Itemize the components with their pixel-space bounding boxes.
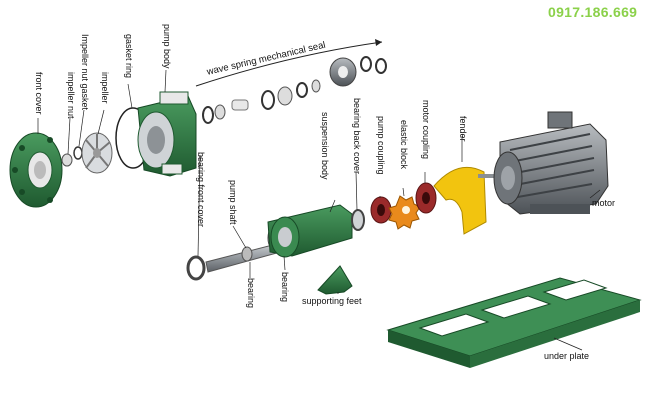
front-cover-part [9,132,63,208]
label-front-cover: front cover [34,72,44,115]
label-bearing-front-cover: bearing front cover [196,152,206,228]
fender-part [433,166,487,235]
motor-coupling-part [415,182,437,214]
motor-part [478,111,609,215]
label-motor-coupling: motor coupling [421,100,431,160]
label-under-plate: under plate [544,351,590,361]
label-pump-shaft: pump shaft [228,180,238,225]
watermark-phone: 0917.186.669 [548,4,638,20]
bearing-back-cover-part [351,209,365,231]
label-motor: motor [592,198,616,208]
label-bearing-2: bearing [280,272,290,303]
label-bearing-1: bearing [246,278,256,309]
label-suspension-body: suspension body [320,112,330,180]
label-fender: fender [458,116,468,142]
elastic-block-part [388,195,421,230]
label-pump-coupling: pump coupling [376,116,386,175]
label-impeller-nut-gasket: Impeller nut gasket [80,34,90,111]
wave-spring-arrow [195,39,383,87]
label-elastic-block: elastic block [399,120,409,170]
pump-body-part [137,91,197,177]
suspension-body-part [267,204,353,258]
leader-lines [37,69,601,294]
pump-coupling-part [370,196,392,224]
label-pump-body: pump body [162,24,172,69]
impeller-part [81,132,113,174]
seal-rings-row [202,56,387,124]
label-bearing-back-cover: bearing back cover [352,98,362,175]
under-plate-part [386,277,642,368]
label-supporting-feet: supporting feet [302,296,362,306]
label-impeller-nut: impeller nut [66,72,76,119]
label-impeller: impeller [100,72,110,104]
impeller-nut-part [61,146,83,167]
supporting-feet-part [317,265,353,295]
label-gasket-ring: gasket ring [124,34,134,79]
